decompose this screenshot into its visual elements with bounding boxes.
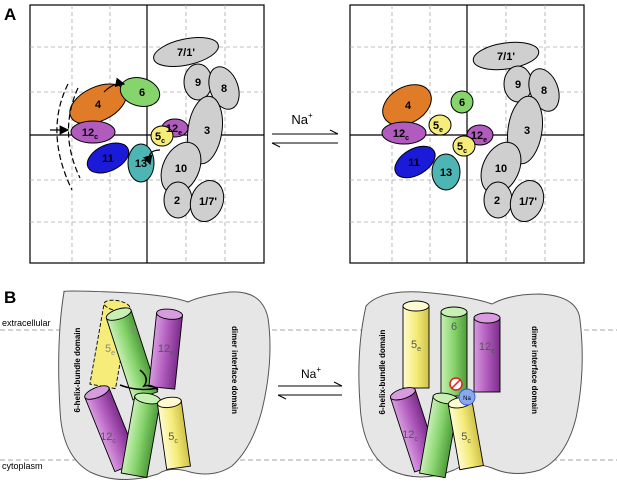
cyl-6-right — [440, 306, 468, 397]
helix-5c-left — [150, 125, 174, 147]
right-b-helices — [389, 300, 501, 479]
label-8-left: 8 — [221, 83, 227, 95]
label-2-right: 2 — [494, 195, 500, 207]
helix-1-7-left — [189, 180, 225, 222]
label-4-left: 4 — [95, 99, 102, 111]
left-b-helices — [84, 299, 191, 479]
b-label-12e-right: 12e — [479, 341, 495, 355]
b-label-5c-left: 5c — [168, 431, 178, 445]
label-12c-left: 12c — [82, 127, 98, 141]
helix-12c-left — [70, 120, 116, 144]
label-8-right: 8 — [541, 85, 547, 97]
label-5c-left: 5c — [155, 131, 165, 145]
b-label-6-right: 6 — [451, 321, 457, 333]
helix-12c-right — [381, 121, 427, 145]
left-helices — [69, 37, 240, 222]
extracellular-label: extracellular — [2, 318, 51, 328]
helix-13-left — [127, 143, 155, 183]
label-10-left: 10 — [175, 163, 187, 175]
label-1-7-right: 1/7' — [519, 196, 537, 208]
label-13-right: 13 — [440, 167, 452, 179]
label-3-left: 3 — [204, 125, 210, 137]
helix-7-1-left — [153, 37, 219, 67]
helix-7-1-right — [472, 41, 540, 71]
bundle-domain-label-left: 6-helix-bundle domain — [73, 327, 82, 412]
dimer-domain-label-left: dimer interface domain — [230, 326, 239, 414]
label-6-left: 6 — [139, 87, 145, 99]
na-ion-label: Na — [463, 396, 471, 402]
label-1-7-left: 1/7' — [199, 196, 217, 208]
left-grid — [29, 4, 265, 264]
b-label-5e-left: 5e — [105, 343, 115, 357]
label-5c-right: 5c — [457, 141, 467, 155]
sodium-ion — [458, 388, 476, 406]
panel-b-label: B — [4, 288, 16, 307]
helix-4-right — [382, 84, 432, 126]
cyl-5c-left — [156, 396, 191, 470]
helix-6-right — [450, 90, 474, 114]
label-9-left: 9 — [195, 77, 201, 89]
helix-13-right — [431, 153, 461, 191]
b-label-12e-left: 12e — [158, 343, 174, 357]
helix-12e-right — [466, 124, 494, 146]
cyl-green-lower-left — [120, 392, 161, 479]
label-9-right: 9 — [515, 79, 521, 91]
panel-a-label: A — [4, 5, 16, 24]
na-label-a: Na+ — [291, 111, 313, 127]
label-12c-right: 12c — [393, 128, 409, 142]
dimer-domain-label-right: dimer interface domain — [530, 326, 539, 414]
label-10-right: 10 — [495, 163, 507, 175]
helix-5e-right — [428, 114, 452, 136]
label-6-right: 6 — [459, 97, 465, 109]
panel-b-equilibrium-arrow: Na+ — [277, 365, 343, 400]
panel-a-equilibrium-arrow: Na+ — [271, 111, 339, 148]
b-label-5c-right: 5c — [461, 431, 471, 445]
label-2-left: 2 — [174, 195, 180, 207]
label-11-left: 11 — [102, 153, 114, 165]
label-11-right: 11 — [408, 157, 420, 169]
cyl-12e-right — [473, 312, 501, 393]
label-3-right: 3 — [524, 125, 530, 137]
label-5e-right: 5e — [433, 120, 443, 134]
left-motion-arrows — [50, 77, 161, 191]
label-12e-right: 12e — [471, 130, 487, 144]
label-13-left: 13 — [135, 158, 147, 170]
label-7-1-left: 7/1' — [177, 47, 195, 59]
label-12e-left: 12e — [166, 123, 182, 137]
helix-8-left — [208, 66, 240, 110]
label-4-right: 4 — [405, 100, 412, 112]
cytoplasm-label: cytoplasm — [2, 461, 43, 471]
cyl-5e-right — [402, 300, 430, 389]
bundle-domain-label-right: 6-helix-bundle domain — [378, 329, 387, 414]
b-label-6-left: 6 — [131, 325, 137, 337]
b-label-12c-right: 12c — [402, 429, 418, 443]
helix-11-right — [394, 145, 436, 179]
right-helices — [381, 41, 560, 222]
helix-5c-right — [452, 135, 476, 157]
helix-11-left — [86, 142, 130, 174]
cyl-12e-left — [148, 308, 183, 390]
b-label-5e-right: 5e — [411, 339, 421, 353]
label-7-1-right: 7/1' — [497, 51, 515, 63]
na-label-b: Na+ — [301, 365, 321, 381]
b-label-12c-left: 12c — [100, 431, 116, 445]
helix-1-7-right — [509, 180, 545, 222]
